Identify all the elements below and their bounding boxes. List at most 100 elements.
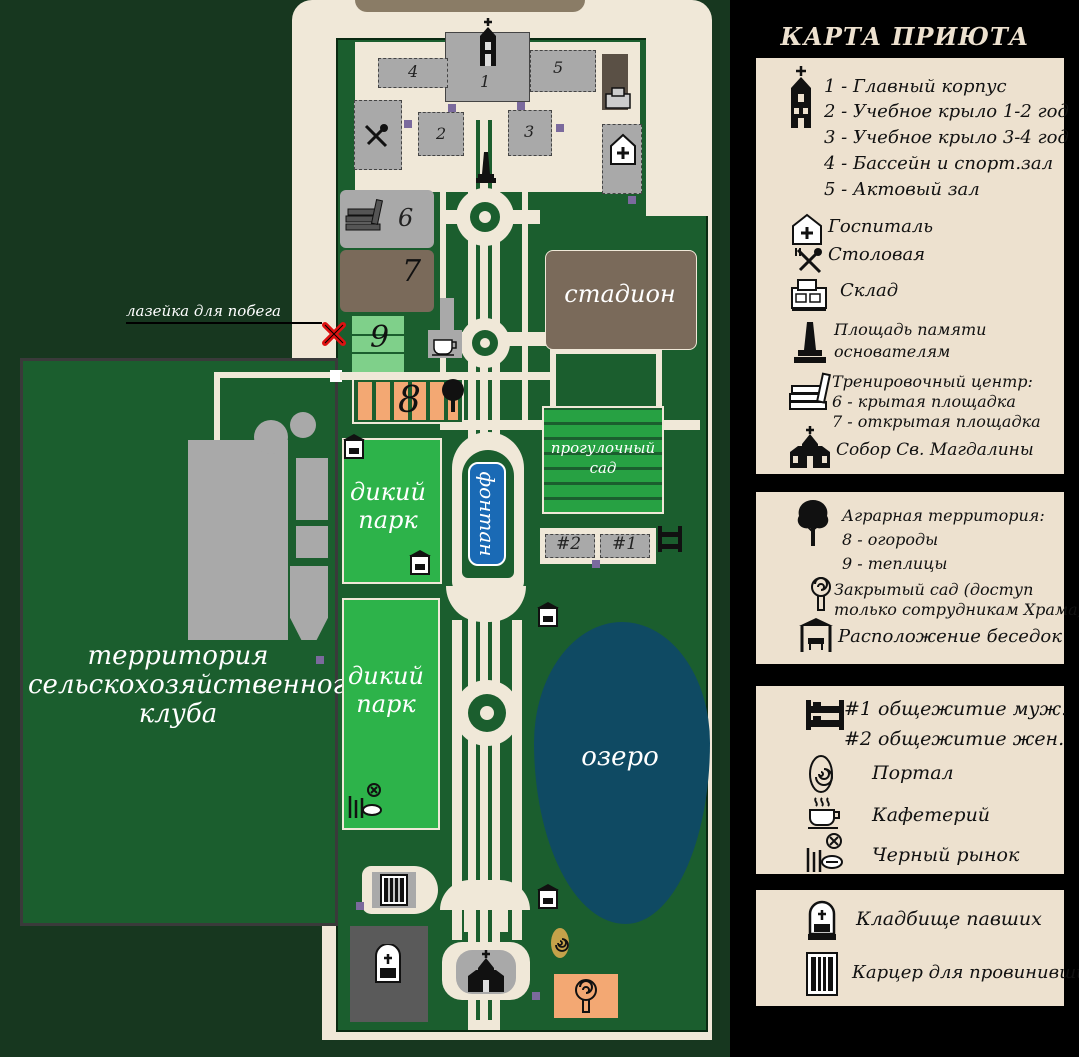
founders-square-icon[interactable] [474,150,498,184]
agrarian-tree-icon [797,500,829,546]
founders-square-icon [794,322,826,363]
vegetable-gardens-number: 8 [398,380,421,421]
legend-closed-garden-2: только сотрудникам Храма) [834,600,1079,619]
path-v-left [440,160,446,430]
legend-gazebos: Расположение беседок [838,626,1062,647]
building-3[interactable] [508,110,552,156]
wild-park-2-label: дикий парк [348,662,424,718]
dormitory-1-label: #1 [612,534,638,554]
legend-founders-square-1: Площадь памяти [834,320,987,339]
training-7-number: 7 [402,254,422,289]
roundabout-1-center [479,211,491,223]
agri-club-label: территория сельскохозяйственного клуба [28,641,362,729]
legend-panel-other: Кладбище павших Карцер для провинившихся [754,888,1079,1008]
legend-warehouse: Склад [840,280,899,301]
path-v-far [656,346,662,426]
building-5-number: 5 [553,58,564,77]
legend-founders-square-2: основателям [834,342,951,361]
path-v-right [522,160,528,430]
gazebo-icon-3[interactable] [536,600,560,628]
canteen-building[interactable] [354,100,402,170]
black-market-icon [806,833,843,872]
cafeteria-cup-icon[interactable] [428,330,462,358]
gazebo-icon-1[interactable] [342,432,366,460]
gazebo-icon-4[interactable] [536,882,560,910]
greenhouses[interactable] [352,316,404,372]
lower-path-right [512,620,522,940]
legend-cathedral: Собор Св. Магдалины [836,440,1034,460]
canteen-fork-knife-icon [795,248,822,274]
dormitory-1[interactable] [600,534,650,558]
portal-spiral-icon [809,755,833,793]
legend-panel-buildings: 1 - Главный корпус 2 - Учебное крыло 1-2… [754,56,1069,476]
lower-blocks-right [498,910,508,932]
building-4-number: 4 [408,62,419,81]
grounds-notch [646,38,712,216]
punishment-cell-icon [806,952,838,996]
closed-garden-icon [811,577,831,611]
path-h-stadium [550,348,662,354]
dorm-bunk-icon [658,526,682,552]
building-2[interactable] [418,112,464,156]
canteen-fork-knife-icon [364,124,388,148]
marker-2 [448,104,456,112]
fountain-basin [468,462,506,566]
dormitory-2[interactable] [545,534,595,558]
marker-1 [404,120,412,128]
legend-closed-garden-1: Закрытый сад (доступ [834,580,1034,599]
walking-garden[interactable] [542,406,664,514]
cemetery-tombstone-icon [375,944,401,983]
main-building-church-icon [791,66,811,128]
building-1-number: 1 [480,72,491,91]
training-books-icon [789,372,832,410]
training-center-7[interactable] [340,250,434,312]
building-3-number: 3 [524,122,535,141]
main-church-icon [480,18,496,66]
lake[interactable] [534,622,710,924]
legend-agrarian-2: 8 - огороды [842,530,939,549]
building-4[interactable] [378,58,448,88]
hospital-icon [610,133,636,165]
escape-gate [330,370,342,382]
marker-3 [517,102,525,110]
top-arch [355,0,585,12]
lower-blocks-left [464,910,474,932]
punishment-marker [356,902,364,910]
lower-path-left [452,620,462,940]
cemetery-tombstone-icon [808,900,836,940]
wild-park-2[interactable] [342,598,440,830]
gazebo-icon-2[interactable] [408,548,432,576]
stadium[interactable] [545,250,697,350]
legend-panel-grounds: Аграрная территория: 8 - огороды 9 - теп… [754,490,1079,666]
legend-black-market: Черный рынок [872,844,1020,866]
greenhouse-path [440,298,454,338]
warehouse-icon [605,87,631,109]
legend-building-5: 5 - Актовый зал [824,179,980,200]
greenhouses-number: 9 [370,320,390,355]
legend-dorm-f: #2 общежитие жен. [844,728,1065,750]
agri-block-2 [296,526,328,558]
agri-block-3 [290,566,328,640]
portal-spiral-icon[interactable] [550,926,570,960]
dormitory-2-label: #2 [556,534,582,554]
legend-panel-places: #1 общежитие муж. #2 общежитие жен. Порт… [754,684,1067,876]
fountain-label: фонтан [475,471,499,557]
path-v-right2 [550,346,556,426]
black-market-icon[interactable] [346,782,386,822]
legend-agrarian-3: 9 - теплицы [842,554,948,573]
lake-label: озеро [581,742,659,772]
cathedral-marker [532,992,540,1000]
cathedral-icon [468,950,504,992]
agri-path-h [214,372,338,378]
warehouse-icon [791,279,827,311]
map-area: территория сельскохозяйственного клуба л… [20,0,712,1040]
escape-x-icon[interactable] [320,320,348,348]
legend-title: КАРТА ПРИЮТА [780,22,1030,51]
legend-portal: Портал [872,762,954,784]
building-5[interactable] [530,50,596,92]
agrarian-tree-icon [442,379,464,412]
gazebo-icon [799,618,833,652]
wild-park-1-label: дикий парк [350,478,426,534]
legend-building-1: 1 - Главный корпус [824,76,1007,97]
agri-block-1 [296,458,328,520]
